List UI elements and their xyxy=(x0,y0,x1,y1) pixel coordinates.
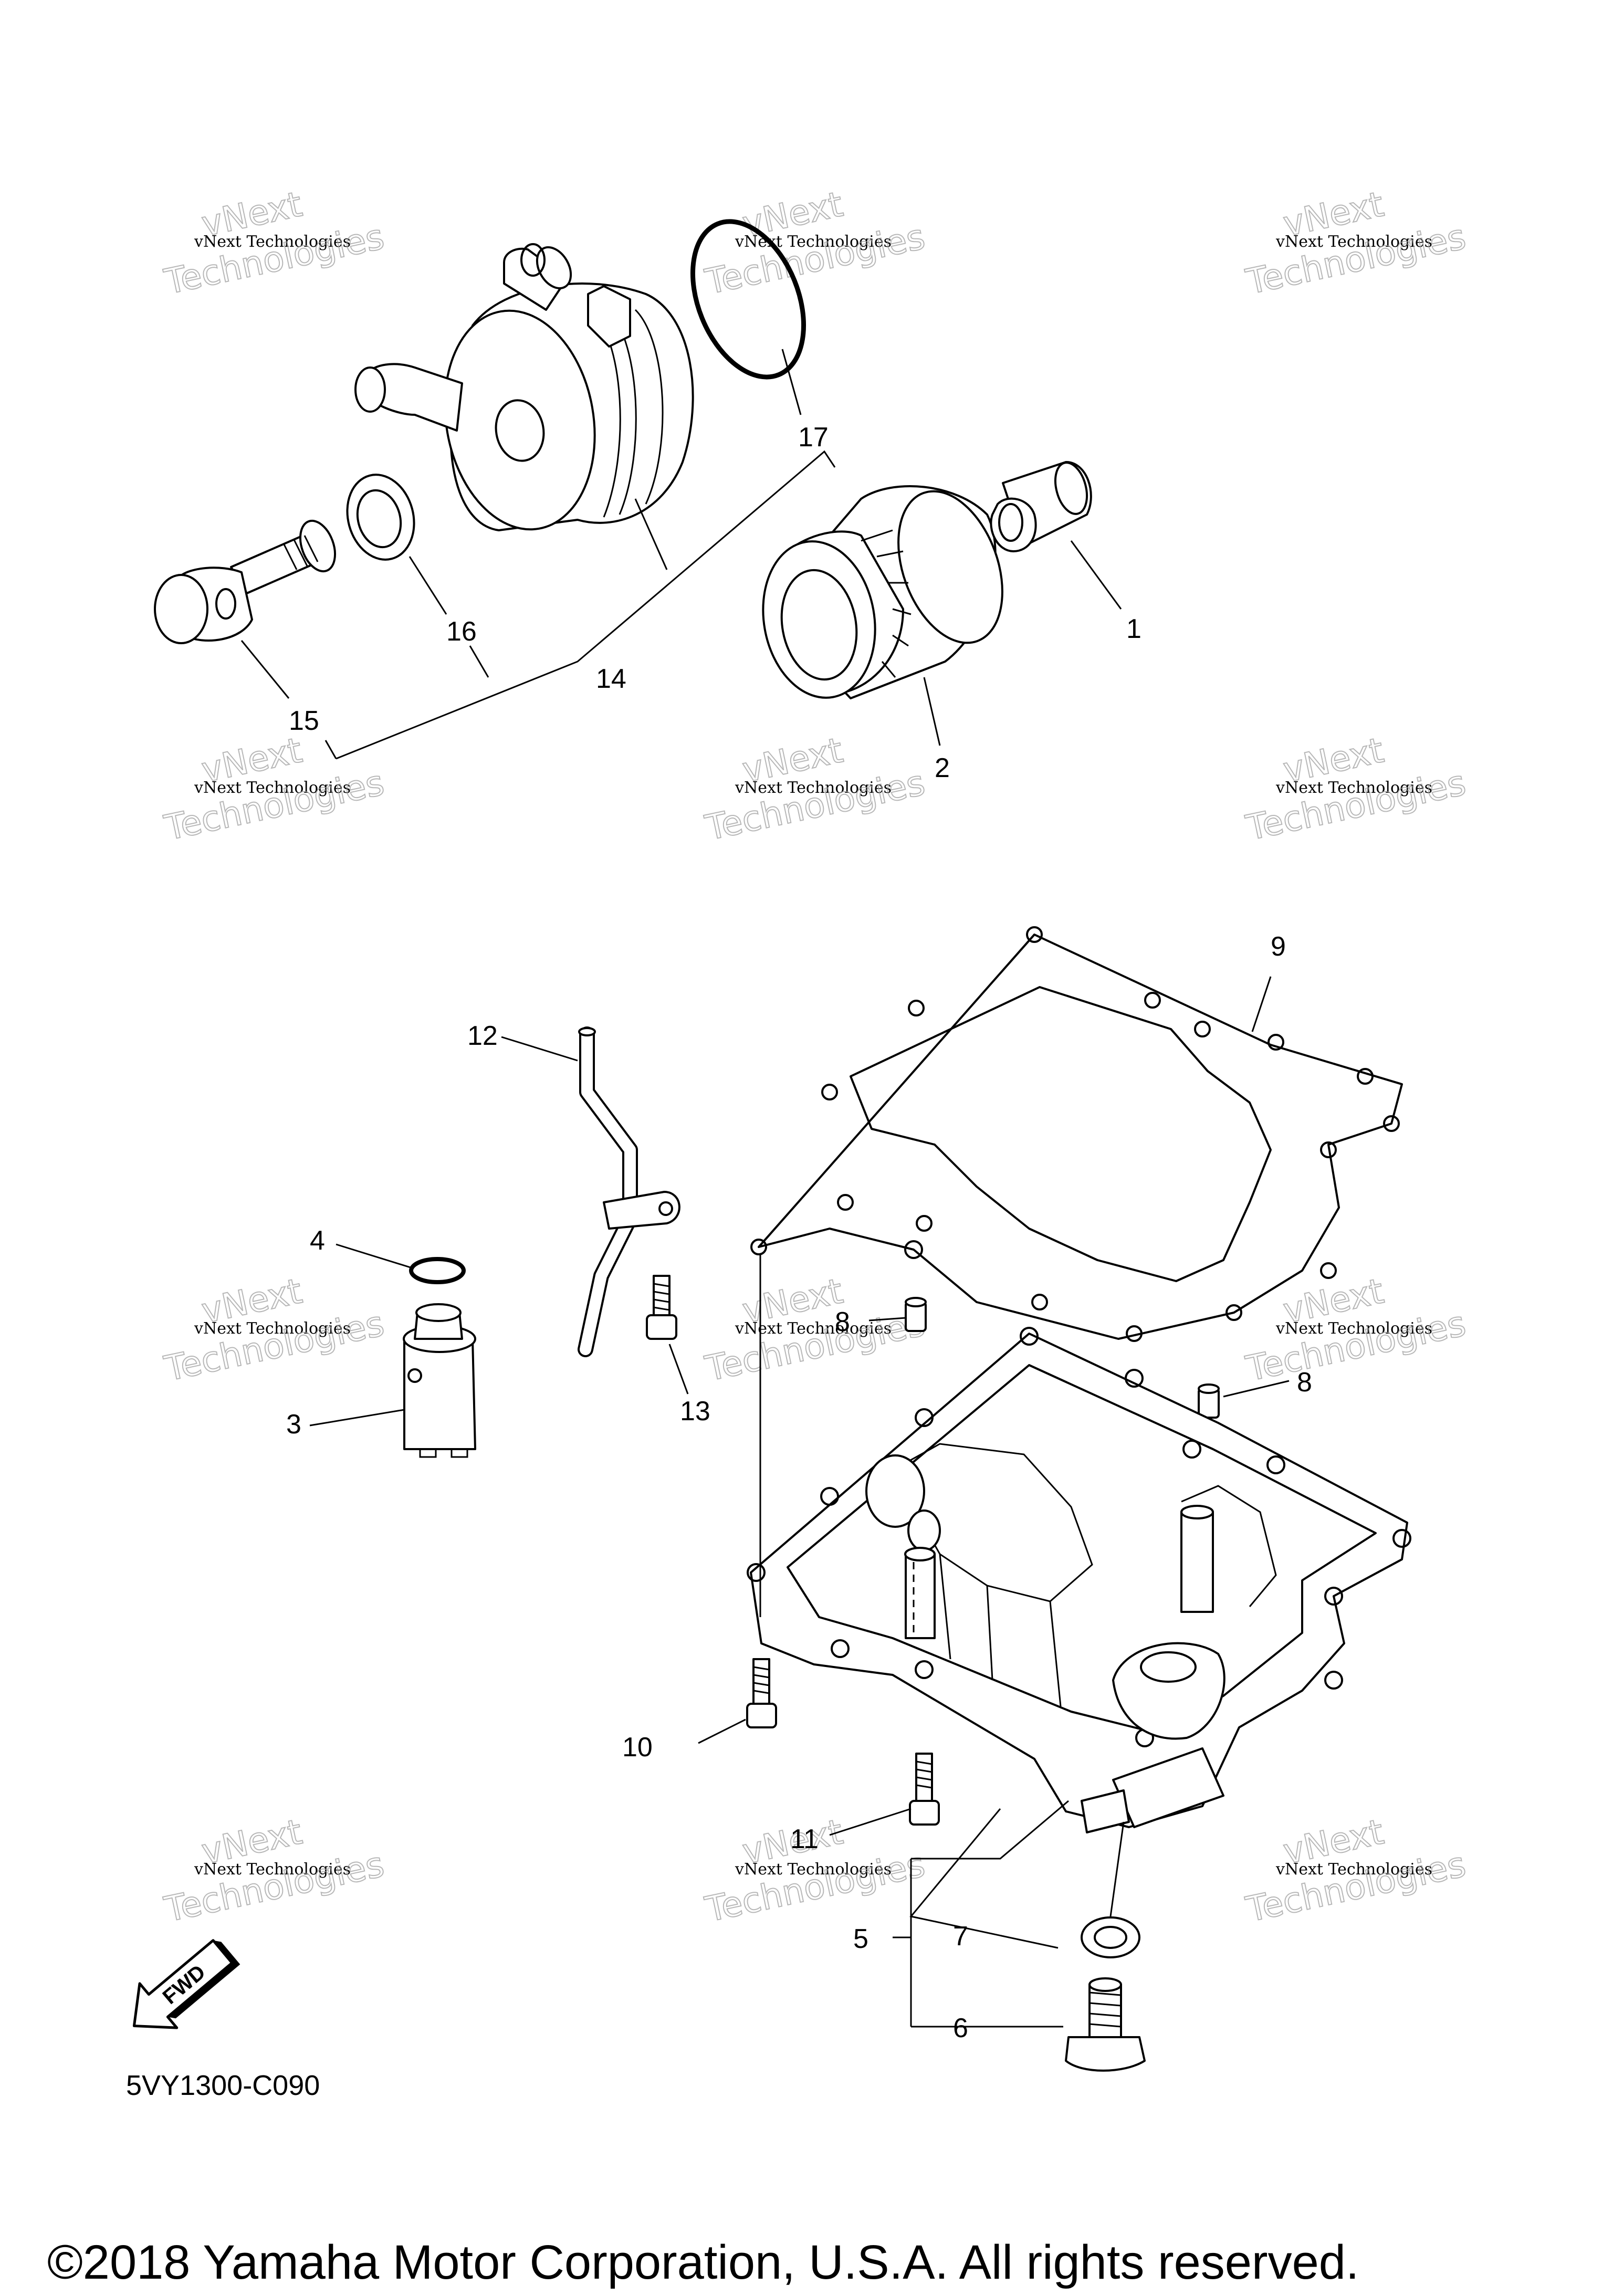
part-14-oil-cooler xyxy=(354,243,694,531)
callout-16: 16 xyxy=(446,616,477,647)
part-2-oil-filter xyxy=(762,485,1003,699)
watermark: vNext Technologies vNext Technologies xyxy=(701,183,929,303)
part-16-washer xyxy=(346,474,415,561)
callout-1: 1 xyxy=(1126,614,1141,644)
svg-text:vNext Technologies: vNext Technologies xyxy=(1275,1319,1432,1338)
part-1-nipple xyxy=(990,461,1092,552)
part-17-o-ring xyxy=(690,219,806,380)
part-15-union-bolt xyxy=(154,519,336,644)
part-8-dowel-pin-a xyxy=(905,1297,927,1332)
svg-text:vNext Technologies: vNext Technologies xyxy=(1275,233,1432,251)
callout-3: 3 xyxy=(286,1409,301,1440)
watermark: vNext Technologies vNext Technologies xyxy=(1242,729,1470,849)
watermark: vNext Technologies vNext Technologies xyxy=(701,729,929,849)
oil-pan xyxy=(747,1327,1411,1833)
watermark: vNext Technologies vNext Technologies xyxy=(160,1811,388,1931)
callout-15: 15 xyxy=(289,706,319,736)
watermark: vNext Technologies vNext Technologies xyxy=(701,1270,929,1390)
part-12-pipe xyxy=(578,1026,680,1357)
watermark: vNext Technologies vNext Technologies xyxy=(1242,1270,1470,1390)
callout-14: 14 xyxy=(596,664,626,694)
fwd-arrow-icon: FWD xyxy=(132,1939,240,2029)
svg-text:vNext Technologies: vNext Technologies xyxy=(194,233,351,251)
svg-text:vNext Technologies: vNext Technologies xyxy=(1275,779,1432,797)
callout-2: 2 xyxy=(935,753,950,783)
callout-12: 12 xyxy=(467,1021,498,1051)
watermark: vNext Technologies vNext Technologies xyxy=(160,183,388,303)
svg-text:vNext Technologies: vNext Technologies xyxy=(194,1319,351,1338)
callout-4: 4 xyxy=(310,1225,325,1256)
callout-6: 6 xyxy=(953,2013,968,2043)
watermark: vNext Technologies vNext Technologies xyxy=(1242,1811,1470,1931)
part-7-washer xyxy=(1081,1916,1140,1958)
copyright-notice: ©2018 Yamaha Motor Corporation, U.S.A. A… xyxy=(47,2236,1359,2289)
part-10-bolt xyxy=(746,1658,777,1728)
part-13-bolt xyxy=(646,1275,677,1340)
part-6-drain-bolt xyxy=(1065,1977,1146,2072)
part-4-o-ring xyxy=(409,1257,466,1284)
svg-text:vNext Technologies: vNext Technologies xyxy=(735,779,892,797)
callout-9: 9 xyxy=(1271,931,1286,962)
svg-text:vNext Technologies: vNext Technologies xyxy=(735,1860,892,1879)
part-8-dowel-pin-b xyxy=(1198,1383,1220,1419)
svg-text:vNext Technologies: vNext Technologies xyxy=(194,1860,351,1879)
diagram-code: 5VY1300-C090 xyxy=(126,2070,320,2101)
callout-labels: 17 1 2 16 14 15 9 12 4 3 13 8 8 10 11 5 … xyxy=(286,422,1312,2043)
callout-8b: 8 xyxy=(1297,1367,1312,1398)
part-11-bolt xyxy=(909,1753,940,1826)
callout-11: 11 xyxy=(790,1824,819,1854)
callout-8a: 8 xyxy=(835,1307,850,1337)
callout-10: 10 xyxy=(622,1732,653,1763)
watermark: vNext Technologies vNext Technologies xyxy=(160,729,388,849)
part-3-strainer xyxy=(403,1303,476,1458)
callout-5: 5 xyxy=(853,1924,868,1954)
watermark: vNext Technologies vNext Technologies xyxy=(1242,183,1470,303)
callout-17: 17 xyxy=(798,422,829,453)
callout-7: 7 xyxy=(953,1921,968,1952)
part-9-gasket xyxy=(750,926,1403,1342)
callout-13: 13 xyxy=(680,1396,710,1427)
watermark: vNext Technologies vNext Technologies xyxy=(160,1270,388,1390)
top-leader-lines xyxy=(240,349,1122,760)
svg-text:vNext Technologies: vNext Technologies xyxy=(194,779,351,797)
svg-text:vNext Technologies: vNext Technologies xyxy=(1275,1860,1432,1879)
gasket-bolt-holes xyxy=(750,926,1400,1342)
lower-leader-lines xyxy=(309,976,1290,2028)
